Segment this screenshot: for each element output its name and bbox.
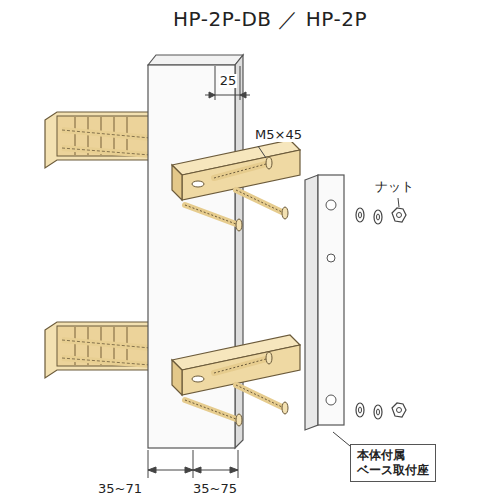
dimension-text: 35~75 [192,482,238,496]
callout-box: 本体付属 ベース取付座 [350,444,436,482]
screw-spec: M5×45 [254,128,303,142]
diagram-title: HP-2P-DB ／ HP-2P [173,8,367,30]
part-label: ナット [374,180,415,194]
dimension-text: 35~71 [97,482,143,496]
box-text: 本体付属 ベース取付座 [357,448,429,478]
dimension-text: 25 [219,74,238,88]
